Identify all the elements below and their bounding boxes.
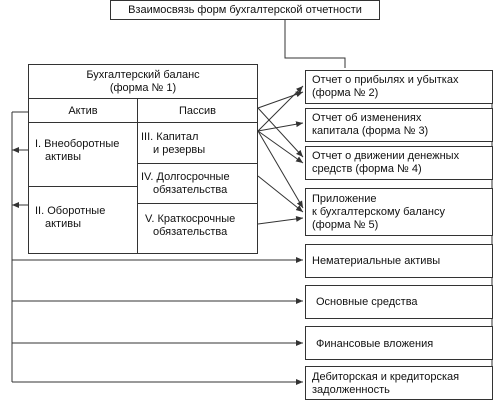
arrow-header-to-form2 (257, 91, 304, 109)
report-form5-line2: к бухгалтерскому балансу (312, 206, 445, 218)
report-financial-investments-label: Финансовые вложения (316, 338, 434, 350)
report-form2-line2: (форма № 2) (312, 87, 379, 99)
arrow-shortterm-to-form5 (257, 215, 304, 225)
report-form5-line3: (форма № 5) (312, 219, 379, 231)
report-form3: Отчет об изменениях капитала (форма № 3) (305, 108, 493, 142)
report-fixed-assets: Основные средства (305, 285, 493, 319)
report-receivables-payables-line2: задолженность (312, 384, 390, 396)
balance-title-line1: Бухгалтерский баланс (86, 69, 200, 81)
report-form4-line1: Отчет о движении денежных (312, 150, 460, 162)
asset-current-line1: II. Оборотные (35, 205, 106, 217)
report-receivables-payables: Дебиторская и кредиторская задолженность (305, 366, 493, 400)
liability-capital-line1: III. Капитал (141, 131, 199, 143)
report-fixed-assets-label: Основные средства (316, 296, 418, 308)
arrow-capital-to-form3 (257, 121, 304, 132)
liabilities-header: Пассив (178, 105, 216, 117)
arrow-longterm-to-form5 (257, 175, 304, 213)
asset-noncurrent-line2: активы (45, 151, 81, 163)
report-form5: Приложение к бухгалтерскому балансу (фор… (305, 188, 493, 236)
report-form4-line2: средств (форма № 4) (312, 163, 422, 175)
report-form4: Отчет о движении денежных средств (форма… (305, 146, 493, 180)
assets-header: Актив (68, 105, 98, 117)
balance-sheet: Бухгалтерский баланс (форма № 1) Актив П… (28, 64, 258, 254)
arrow-capital-to-form4 (257, 130, 304, 164)
balance-subheader-line (29, 122, 257, 123)
liability-longterm-line1: IV. Долгосрочные (141, 171, 230, 183)
report-form5-line1: Приложение (312, 193, 377, 205)
arrow-header-to-form4 (257, 107, 304, 158)
report-financial-investments: Финансовые вложения (305, 326, 493, 360)
report-receivables-payables-line1: Дебиторская и кредиторская (312, 371, 460, 383)
liability-divider-1 (137, 163, 257, 164)
arrow-capital-to-form5 (257, 130, 304, 209)
diagram-title-box: Взаимосвязь форм бухгалтерской отчетност… (110, 0, 380, 20)
report-form2: Отчет о прибылях и убытках (форма № 2) (305, 70, 493, 104)
diagram-title: Взаимосвязь форм бухгалтерской отчетност… (128, 4, 362, 16)
report-form3-line2: капитала (форма № 3) (312, 125, 429, 137)
title-connector (284, 18, 346, 68)
balance-title-line2: (форма № 1) (109, 82, 177, 94)
balance-header-row (29, 98, 257, 99)
liability-longterm-line2: обязательства (153, 184, 228, 196)
report-intangible-assets-label: Нематериальные активы (312, 255, 441, 267)
report-intangible-assets: Нематериальные активы (305, 244, 493, 278)
liability-capital-line2: и резервы (153, 144, 206, 156)
asset-divider (29, 186, 137, 187)
liability-shortterm-line1: V. Краткосрочные (145, 213, 236, 225)
asset-noncurrent-line1: I. Внеоборотные (35, 138, 120, 150)
asset-current-line2: активы (45, 218, 81, 230)
liability-shortterm-line2: обязательства (153, 226, 228, 238)
report-form2-line1: Отчет о прибылях и убытках (312, 74, 459, 86)
liability-divider-2 (137, 203, 257, 204)
report-form3-line1: Отчет об изменениях (312, 112, 422, 124)
balance-column-divider (137, 98, 138, 253)
